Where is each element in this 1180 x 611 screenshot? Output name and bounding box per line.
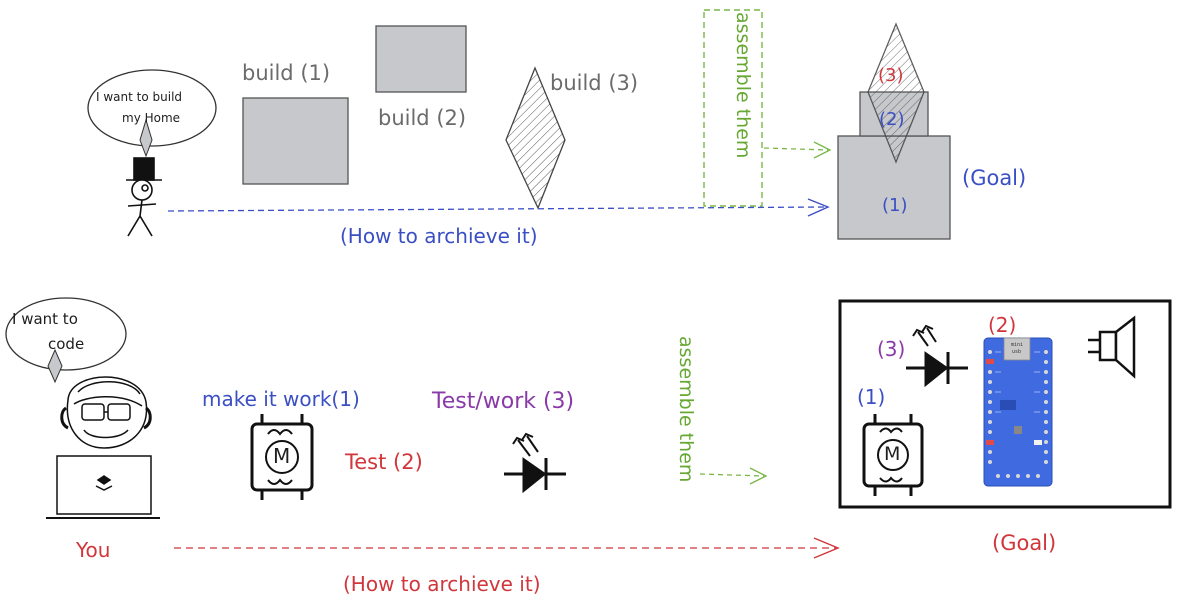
block-build-1 bbox=[242, 97, 349, 185]
you-label: You bbox=[76, 538, 111, 562]
label-assemble-top: assemble them bbox=[732, 12, 754, 159]
goal-motor-icon bbox=[862, 414, 924, 496]
how-text-top: (How to archieve it) bbox=[340, 224, 538, 248]
how-text-bottom: (How to archieve it) bbox=[343, 572, 541, 596]
goal-motor-letter: M bbox=[884, 443, 901, 465]
diamond-build-3 bbox=[505, 66, 566, 210]
stick-figure-top-hat-icon bbox=[126, 157, 162, 237]
goal-text-bottom: (Goal) bbox=[992, 531, 1057, 555]
led-diode-icon bbox=[504, 432, 566, 494]
label-test-work: Test/work (3) bbox=[432, 389, 575, 414]
block-build-2 bbox=[375, 25, 467, 93]
assemble-box-top bbox=[703, 9, 763, 207]
goal-label-2-bottom: (2) bbox=[988, 313, 1017, 337]
motor-letter: M bbox=[273, 444, 291, 468]
speech-text-top-line1: I want to build bbox=[96, 90, 183, 104]
goal-label-1-bottom: (1) bbox=[857, 385, 886, 409]
goal-label-1-top: (1) bbox=[882, 195, 908, 216]
label-test: Test (2) bbox=[345, 450, 423, 474]
goal-text-top: (Goal) bbox=[962, 166, 1027, 190]
speech-text-bottom-line1: I want to bbox=[12, 310, 78, 328]
goal-label-2-top: (2) bbox=[879, 109, 905, 130]
label-build-1: build (1) bbox=[242, 61, 331, 85]
label-build-3: build (3) bbox=[550, 71, 639, 95]
speech-bubble-top bbox=[87, 69, 217, 158]
motor-icon bbox=[250, 414, 314, 500]
board-label-line2: usb bbox=[1012, 349, 1022, 355]
board-label-line1: mini bbox=[1011, 342, 1024, 348]
label-assemble-bottom: assemble them bbox=[675, 336, 697, 483]
goal-label-3-bottom: (3) bbox=[877, 337, 906, 361]
goal-label-3-top: (3) bbox=[878, 65, 904, 86]
speech-text-top-line2: my Home bbox=[122, 111, 181, 125]
label-make-it-work: make it work(1) bbox=[202, 387, 360, 411]
label-build-2: build (2) bbox=[378, 106, 467, 130]
speech-bubble-bottom bbox=[5, 297, 127, 384]
goal-diamond-3 bbox=[867, 22, 925, 164]
goal-led-icon bbox=[906, 324, 968, 388]
microcontroller-board-icon bbox=[983, 337, 1053, 487]
speech-text-bottom-line2: code bbox=[48, 335, 85, 353]
person-laptop-icon bbox=[46, 376, 160, 519]
speaker-icon bbox=[1088, 315, 1136, 379]
